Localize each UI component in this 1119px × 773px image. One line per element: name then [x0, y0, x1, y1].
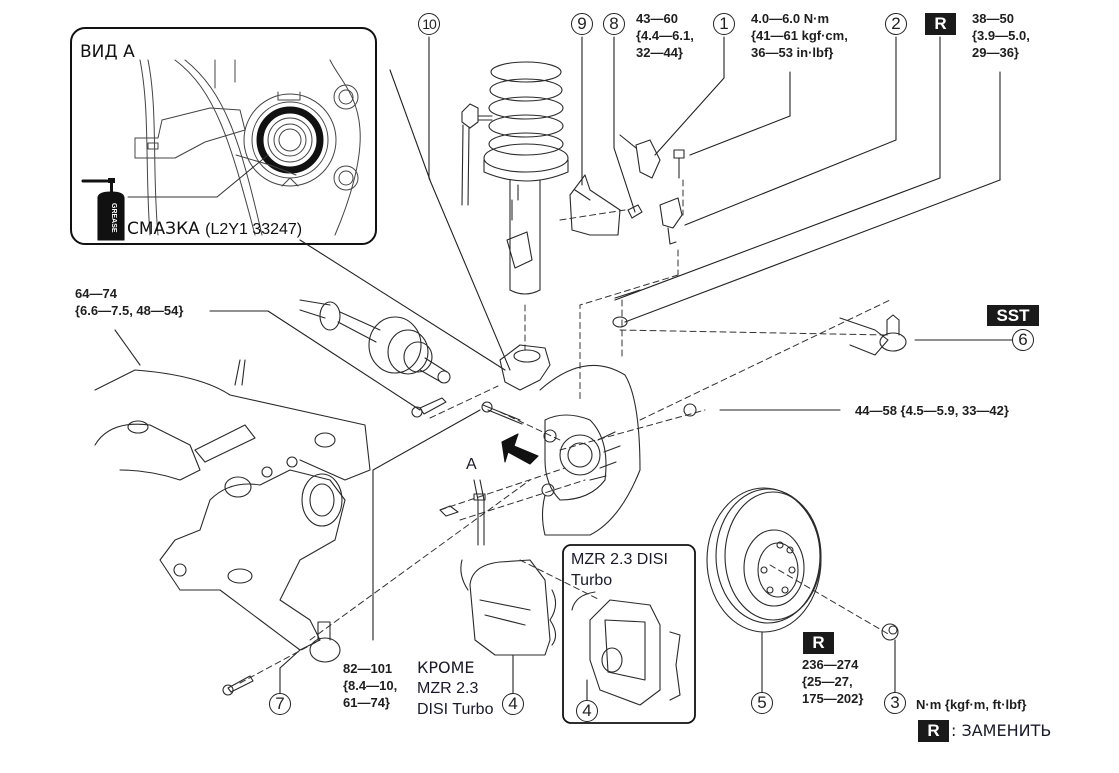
subframe-lower-arm: [94, 329, 371, 696]
variant-line: Turbo: [571, 572, 613, 589]
view-direction-arrow: [501, 433, 539, 465]
torque-hub-nut: 236—274 {25—27, 175—202}: [802, 656, 863, 707]
torque-driveshaft: 64—74 {6.6—7.5, 48—54}: [75, 285, 183, 319]
callout-7: 7: [269, 693, 291, 715]
torque-line: 61—74}: [343, 695, 390, 710]
torque-line: 4.0—6.0 N·m: [751, 11, 830, 26]
torque-line: 38—50: [972, 11, 1014, 26]
callout-6: 6: [1012, 329, 1034, 351]
callout-4-turbo: 4: [576, 700, 598, 722]
torque-line: 44—58 {4.5—5.9, 33—42}: [855, 403, 1009, 418]
callout-4-standard: 4: [502, 693, 524, 715]
variant-except-turbo: КРОМЕ MZR 2.3 DISI Turbo: [417, 657, 493, 720]
units-legend: N·m {kgf·m, ft·lbf}: [916, 697, 1027, 712]
tie-rod-end: [612, 289, 907, 641]
view-a-inset: GREASE: [70, 27, 377, 245]
callout-8: 8: [603, 13, 625, 35]
torque-line: {6.6—7.5, 48—54}: [75, 303, 184, 318]
view-a-title: ВИД А: [80, 42, 135, 62]
torque-line: 43—60: [636, 11, 678, 26]
variant-turbo: MZR 2.3 DISI Turbo: [571, 549, 668, 591]
grease-can-text: GREASE: [110, 203, 117, 233]
grease-label-text: СМАЗКА: [127, 219, 200, 239]
torque-line: {25—27,: [802, 674, 853, 689]
caliper-standard: [460, 559, 557, 656]
leader-lines: [209, 36, 1013, 703]
callout-3: 3: [884, 692, 906, 714]
assembly-dashed-lines: [239, 179, 891, 684]
variant-line: MZR 2.3 DISI: [571, 551, 668, 568]
callout-1: 1: [713, 13, 735, 35]
legend-replace-badge: R: [918, 720, 949, 742]
torque-line: 236—274: [802, 657, 859, 672]
variant-line: MZR 2.3: [417, 680, 479, 697]
torque-sensor-bolt: 4.0—6.0 N·m {41—61 kgf·cm, 36—53 in·lbf}: [751, 10, 848, 61]
brake-hose: [439, 479, 486, 546]
replace-badge-tie-rod-nut: R: [925, 13, 956, 35]
sst-badge: SST: [987, 305, 1039, 326]
torque-line: 36—53 in·lbf}: [751, 45, 834, 60]
legend-replace-text: : ЗАМЕНИТЬ: [951, 721, 1052, 740]
turbo-inset: [562, 544, 696, 724]
torque-line: {8.4—10,: [343, 678, 398, 693]
grease-can-icon: GREASE: [81, 178, 125, 241]
torque-line: {3.9—5.0,: [972, 28, 1030, 43]
callout-2: 2: [885, 13, 907, 35]
callout-10: 10: [418, 13, 440, 35]
brake-rotor: [706, 487, 822, 633]
variant-line: DISI Turbo: [417, 701, 494, 718]
torque-line: 175—202}: [802, 691, 864, 706]
torque-line: {4.4—6.1,: [636, 28, 694, 43]
torque-line: 64—74: [75, 286, 117, 301]
replace-badge-hub-nut: R: [803, 632, 834, 654]
variant-line: КРОМЕ: [417, 658, 475, 677]
torque-line: 82—101: [343, 661, 393, 676]
torque-line: {41—61 kgf·cm,: [751, 28, 848, 43]
callout-5: 5: [751, 692, 773, 714]
torque-line: 32—44}: [636, 45, 683, 60]
torque-nut-8: 43—60 {4.4—6.1, 32—44}: [636, 10, 694, 61]
torque-line: 29—36}: [972, 45, 1019, 60]
strut-assembly: [461, 61, 569, 295]
torque-strut-bolt: 44—58 {4.5—5.9, 33—42}: [855, 402, 1009, 419]
torque-balljoint: 82—101 {8.4—10, 61—74}: [343, 660, 397, 711]
knuckle-hub: [481, 344, 641, 536]
grease-label: СМАЗКА (L2Y1 33247): [127, 219, 302, 239]
view-a-arrow-label: A: [466, 456, 477, 473]
driveshaft: [299, 299, 451, 418]
sensor-parts: [569, 134, 685, 245]
grease-part-number: (L2Y1 33247): [205, 221, 303, 238]
callout-9: 9: [571, 13, 593, 35]
torque-tie-rod-nut: 38—50 {3.9—5.0, 29—36}: [972, 10, 1030, 61]
